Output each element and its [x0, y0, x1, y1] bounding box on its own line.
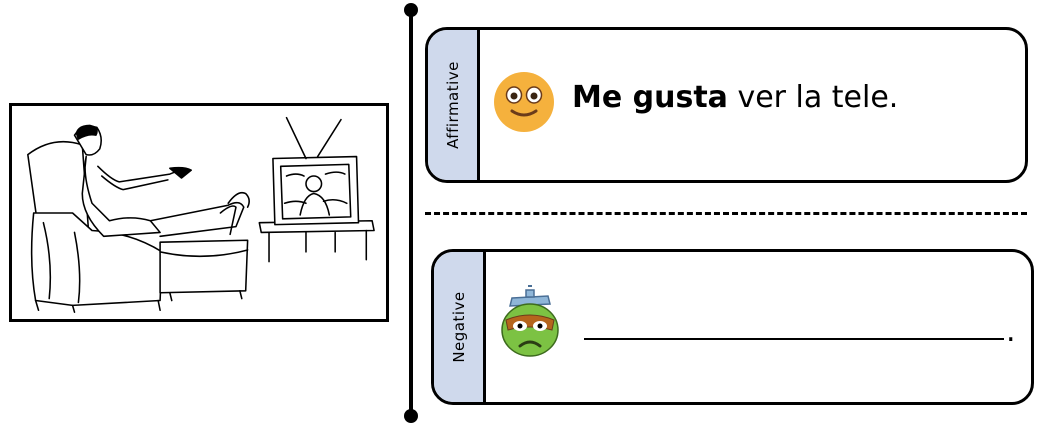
answer-blank-line[interactable]	[584, 338, 1004, 340]
negative-card: Negative .	[431, 249, 1034, 405]
sentence-rest: ver la tele.	[727, 80, 899, 115]
dashed-divider	[425, 212, 1027, 215]
divider-bottom-dot	[404, 409, 418, 423]
negative-tab: Negative	[434, 252, 486, 402]
affirmative-card: Affirmative Me gusta ver la tele.	[425, 27, 1028, 183]
grouchy-face-icon	[501, 285, 559, 357]
divider-top-dot	[404, 3, 418, 17]
vertical-divider-line	[409, 10, 413, 416]
negative-tab-label: Negative	[449, 291, 468, 363]
tv-watching-illustration	[9, 103, 389, 322]
affirmative-tab: Affirmative	[428, 30, 480, 180]
affirmative-sentence: Me gusta ver la tele.	[572, 80, 898, 115]
smiley-face-icon	[494, 72, 554, 132]
answer-end-period: .	[1006, 314, 1016, 349]
sentence-bold-phrase: Me gusta	[572, 80, 728, 115]
affirmative-tab-label: Affirmative	[443, 61, 462, 149]
